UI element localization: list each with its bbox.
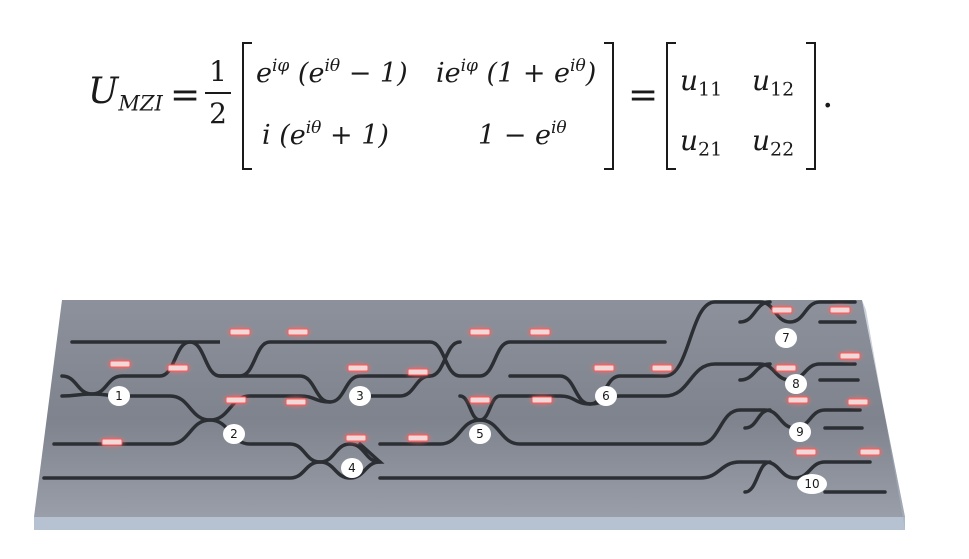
heater-electrode (529, 328, 551, 336)
u-entry-22: u22 (752, 124, 795, 161)
heater-electrode (593, 364, 615, 372)
matrix-bracket-right (604, 42, 614, 170)
mzi-unitary-equation: UMZI = 1 2 eiφ (eiθ − 1) ieiφ (1 + eiθ) … (0, 0, 969, 200)
mzi-badge-10 (797, 474, 827, 494)
u-entry-21: u21 (680, 124, 723, 161)
waveguide-5 (42, 460, 872, 480)
phase-shifter-heaters (96, 302, 886, 460)
matrix-bracket-left (242, 42, 252, 170)
mzi-badge-9 (789, 422, 811, 442)
matrix-entry-21: i (eiθ + 1) (262, 117, 389, 151)
heater-electrode (839, 352, 861, 360)
waveguide-1 (70, 340, 667, 378)
heater-electrode (229, 328, 251, 336)
heater-electrode (469, 328, 491, 336)
mzi-label-6: 6 (602, 389, 610, 403)
mzi-badge-7 (775, 328, 797, 348)
mzi-label-8: 8 (792, 377, 800, 391)
heater-electrode (407, 434, 429, 442)
heater-electrode (829, 306, 851, 314)
mzi-label-5: 5 (476, 427, 484, 441)
mzi-label-10: 10 (804, 477, 819, 491)
mzi-label-2: 2 (230, 427, 238, 441)
mzi-badge-2 (223, 424, 245, 444)
photonic-mesh-chip: 1 2 3 4 5 6 7 8 9 10 (34, 300, 905, 530)
heater-electrode (287, 328, 309, 336)
chip-front-edge (34, 517, 905, 530)
u-matrix-bracket-left (666, 42, 676, 170)
output-pair-10 (743, 460, 887, 494)
heater-electrode (651, 364, 673, 372)
heater-electrode (345, 434, 367, 442)
one-half-fraction: 1 2 (205, 54, 231, 132)
lhs-symbol: UMZI (88, 71, 163, 116)
equals-sign-2: = (628, 75, 659, 116)
mzi-label-4: 4 (348, 461, 356, 475)
equals-sign-1: = (170, 75, 201, 116)
heater-electrode (531, 396, 553, 404)
heater-electrode (787, 396, 809, 404)
mzi-badge-6 (595, 386, 617, 406)
u-entry-11: u11 (680, 64, 723, 101)
waveguide-2b (218, 340, 462, 404)
matrix-entry-11: eiφ (eiθ − 1) (256, 55, 408, 89)
mzi-badge-1 (108, 386, 130, 406)
heater-electrode (407, 368, 429, 376)
mzi-label-3: 3 (356, 389, 364, 403)
mzi-badge-4 (341, 458, 363, 478)
mzi-badge-5 (469, 424, 491, 444)
heater-electrode (347, 364, 369, 372)
mzi-label-group: 1 2 3 4 5 6 7 8 9 10 (108, 328, 827, 494)
mzi-badge-3 (349, 386, 371, 406)
heater-electrode (101, 438, 123, 446)
output-pair-7 (738, 300, 857, 324)
matrix-entry-22: 1 − eiθ (478, 117, 567, 151)
output-pair-8 (738, 362, 860, 382)
heater-electrode (167, 364, 189, 372)
mzi-label-9: 9 (796, 425, 804, 439)
heater-electrode (109, 360, 131, 368)
u-entry-12: u12 (752, 64, 795, 101)
output-pair-9 (743, 408, 864, 430)
heater-electrode (469, 396, 491, 404)
heater-electrode (847, 398, 869, 406)
heater-electrode (285, 398, 307, 406)
heater-electrode (795, 448, 817, 456)
mzi-label-7: 7 (782, 331, 790, 345)
heater-electrode (859, 448, 881, 456)
waveguide-network (42, 300, 887, 494)
waveguide-2a (60, 340, 220, 396)
heater-electrode (225, 396, 247, 404)
equation-period: . (822, 75, 834, 116)
mzi-label-1: 1 (115, 389, 123, 403)
u-matrix-bracket-right (806, 42, 816, 170)
mzi-badge-8 (785, 374, 807, 394)
heater-electrode (771, 306, 793, 314)
matrix-entry-12: ieiφ (1 + eiθ) (436, 55, 597, 89)
heater-electrode (775, 364, 797, 372)
